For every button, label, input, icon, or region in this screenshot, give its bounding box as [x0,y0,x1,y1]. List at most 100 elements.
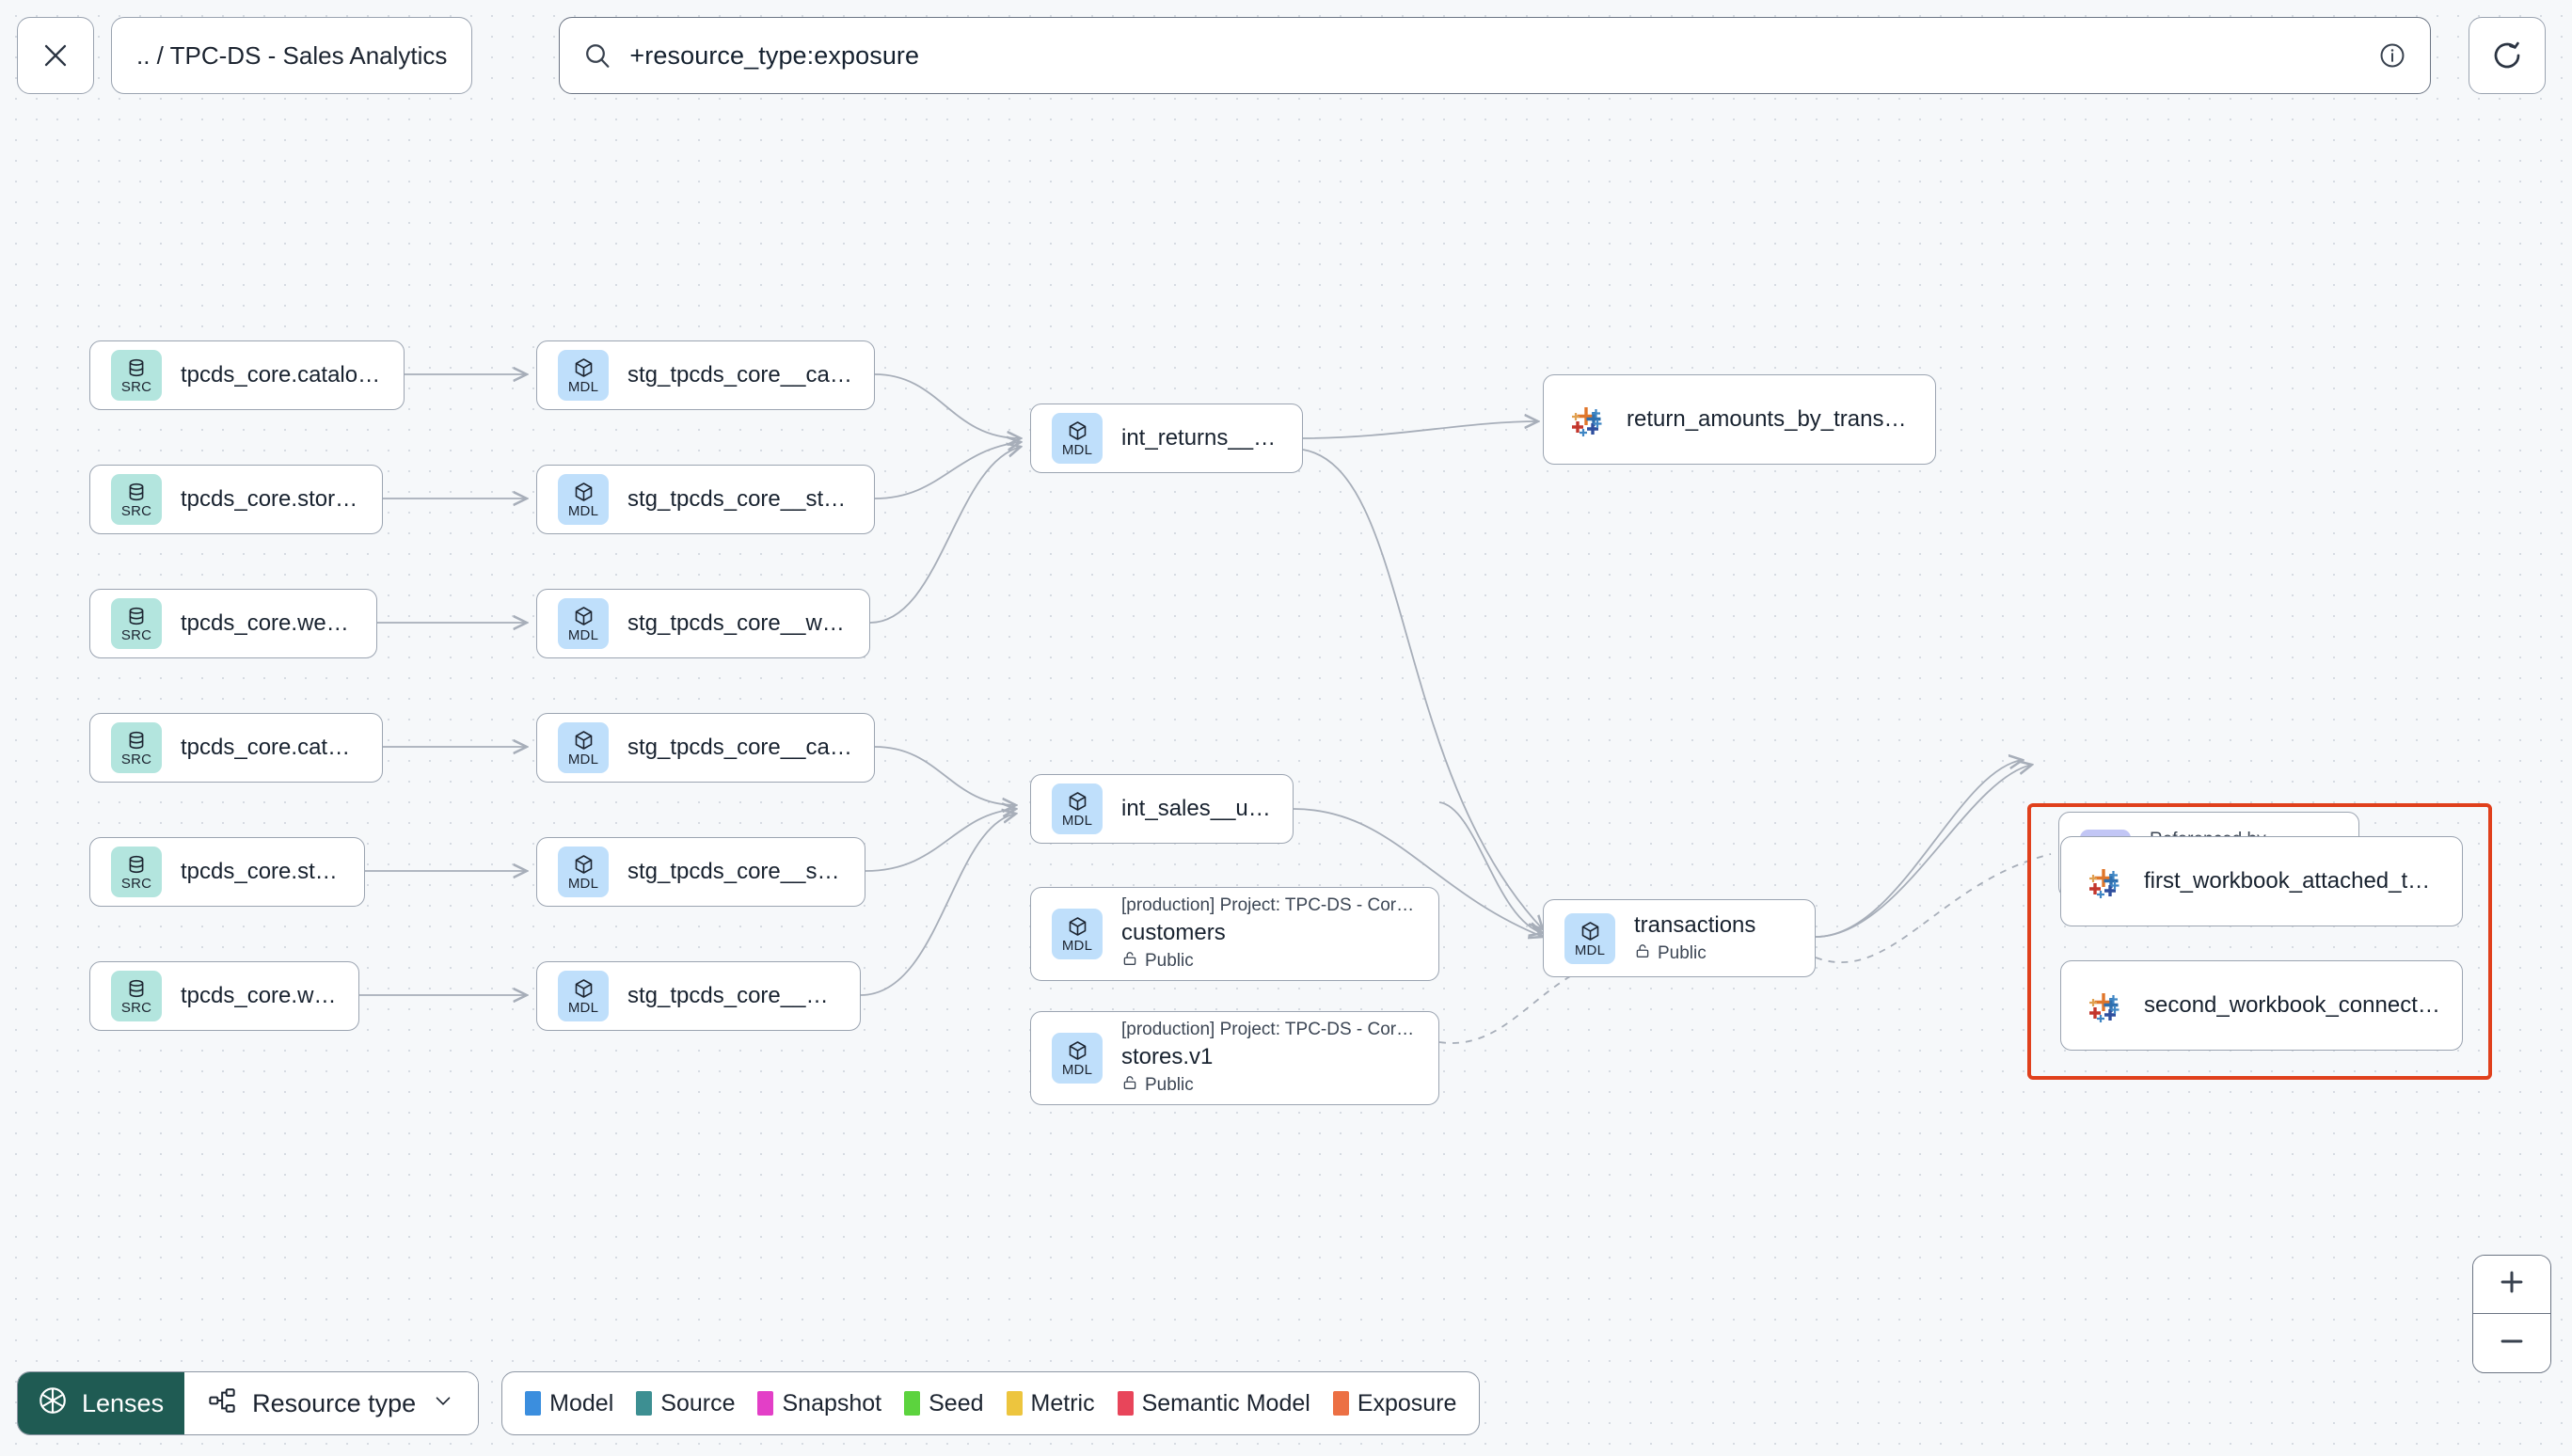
lineage-node-model[interactable]: MDL int_sales__unioned [1030,774,1294,844]
model-badge: MDL [1052,783,1103,834]
node-access-label: Public [1658,942,1707,963]
close-button[interactable] [17,17,94,94]
badge-text: SRC [120,752,152,768]
lineage-node-exposure[interactable]: second_workbook_connected_to_live… [2060,960,2463,1051]
node-label: stores.v1 [1121,1044,1214,1069]
legend-item-source[interactable]: Source [636,1390,735,1417]
badge-text: SRC [120,627,152,643]
node-access-meta: Public [1121,1074,1418,1097]
node-label: stg_tpcds_core__web_sales [627,983,839,1008]
search-input[interactable]: +resource_type:exposure [629,40,920,70]
lineage-node-model[interactable]: MDL stg_tpcds_core__catalog_sales [536,713,875,783]
badge-text: MDL [567,503,599,519]
search-bar[interactable]: +resource_type:exposure [559,17,2432,94]
zoom-out-button[interactable] [2473,1314,2550,1372]
node-access-meta: Public [1121,950,1418,973]
lineage-node-source[interactable]: SRC tpcds_core.web_returns [89,589,377,658]
search-icon [582,40,612,71]
model-badge: MDL [558,722,609,773]
lineage-node-model[interactable]: MDL transactions Public [1543,899,1816,977]
legend-swatch [525,1391,542,1416]
legend-label: Model [549,1389,614,1416]
model-badge: MDL [1052,1033,1103,1084]
model-badge: MDL [558,971,609,1021]
lineage-node-source[interactable]: SRC tpcds_core.catalog_returns [89,340,405,410]
legend-label: Semantic Model [1141,1389,1310,1416]
lineage-node-model[interactable]: MDL stg_tpcds_core__catalog_returns [536,340,875,410]
lineage-canvas[interactable]: SRC tpcds_core.catalog_returns SRC tpcds… [0,111,2572,1456]
node-label: stg_tpcds_core__store_sales [627,859,844,884]
tableau-icon [1564,398,1608,441]
lineage-node-model[interactable]: MDL [production] Project: TPC-DS - Core … [1030,1011,1439,1105]
lenses-group: Lenses Resource type [17,1371,480,1435]
node-label: tpcds_core.web_sales [181,983,338,1008]
breadcrumb-label: .. / TPC-DS - Sales Analytics [136,40,448,70]
legend-item-metric[interactable]: Metric [1006,1390,1095,1417]
legend-label: Exposure [1357,1389,1457,1416]
legend-item-semantic-model[interactable]: Semantic Model [1117,1389,1310,1417]
node-label: tpcds_core.store_returns [181,486,361,512]
lineage-node-model[interactable]: MDL stg_tpcds_core__web_returns [536,589,870,658]
badge-text: MDL [1061,938,1093,954]
chevron-down-icon [431,1388,455,1419]
node-label: tpcds_core.store_sales [181,859,343,884]
breadcrumb[interactable]: .. / TPC-DS - Sales Analytics [111,17,473,94]
legend-item-model[interactable]: Model [525,1390,613,1417]
badge-text: MDL [567,1000,599,1016]
legend-label: Seed [929,1389,984,1416]
zoom-in-button[interactable] [2473,1256,2550,1314]
source-badge: SRC [111,847,162,897]
badge-text: SRC [120,1000,152,1016]
badge-text: MDL [567,876,599,892]
node-label: return_amounts_by_transaction_type [1627,406,1914,432]
badge-text: SRC [120,876,152,892]
legend-swatch [1006,1391,1023,1416]
lenses-label: Lenses [82,1388,165,1417]
legend-label: Source [660,1389,736,1416]
tableau-icon [2082,984,2125,1027]
node-access-label: Public [1145,951,1194,971]
lineage-node-model[interactable]: MDL [production] Project: TPC-DS - Core … [1030,887,1439,981]
node-label: stg_tpcds_core__store_returns [627,486,853,512]
lenses-button[interactable]: Lenses [18,1372,185,1434]
node-access-meta: Public [1634,942,1755,965]
source-badge: SRC [111,350,162,401]
legend-item-exposure[interactable]: Exposure [1332,1389,1457,1417]
legend-item-seed[interactable]: Seed [904,1389,984,1417]
model-badge: MDL [558,598,609,649]
model-badge: MDL [1564,912,1615,964]
legend-swatch [1117,1391,1134,1416]
lineage-node-model[interactable]: MDL int_returns__unioned [1030,404,1303,473]
node-label: stg_tpcds_core__catalog_sales [627,735,853,760]
lineage-node-model[interactable]: MDL stg_tpcds_core__web_sales [536,961,861,1031]
legend-swatch [904,1391,921,1416]
node-project-path: [production] Project: TPC-DS - Core Data… [1121,895,1418,915]
legend-item-snapshot[interactable]: Snapshot [757,1390,881,1417]
legend-label: Snapshot [782,1389,882,1416]
node-label: transactions [1634,911,1756,938]
lineage-node-source[interactable]: SRC tpcds_core.web_sales [89,961,359,1031]
resource-type-dropdown[interactable]: Resource type [184,1372,479,1434]
bottom-toolbar: Lenses Resource type [17,1371,1481,1435]
lineage-node-source[interactable]: SRC tpcds_core.catalog_sales [89,713,383,783]
plus-icon [2496,1266,2528,1303]
info-icon[interactable] [2377,40,2407,71]
node-access-label: Public [1145,1075,1194,1095]
lineage-node-exposure[interactable]: first_workbook_attached_to_tpc-ds_-_… [2060,836,2463,926]
node-label: tpcds_core.web_returns [181,610,356,636]
badge-text: MDL [1574,942,1606,958]
node-project-path: [production] Project: TPC-DS - Core Data… [1121,1020,1418,1039]
zoom-controls [2472,1255,2551,1373]
top-toolbar: .. / TPC-DS - Sales Analytics +resource_… [0,0,2572,111]
lock-open-icon [1634,942,1651,965]
lineage-node-model[interactable]: MDL stg_tpcds_core__store_sales [536,837,865,907]
refresh-button[interactable] [2469,17,2547,94]
legend-swatch [636,1391,653,1416]
source-badge: SRC [111,722,162,773]
lineage-node-source[interactable]: SRC tpcds_core.store_returns [89,465,383,534]
lineage-node-source[interactable]: SRC tpcds_core.store_sales [89,837,365,907]
lineage-node-model[interactable]: MDL stg_tpcds_core__store_returns [536,465,875,534]
hierarchy-icon [207,1385,237,1422]
lineage-node-exposure[interactable]: return_amounts_by_transaction_type [1543,374,1936,465]
